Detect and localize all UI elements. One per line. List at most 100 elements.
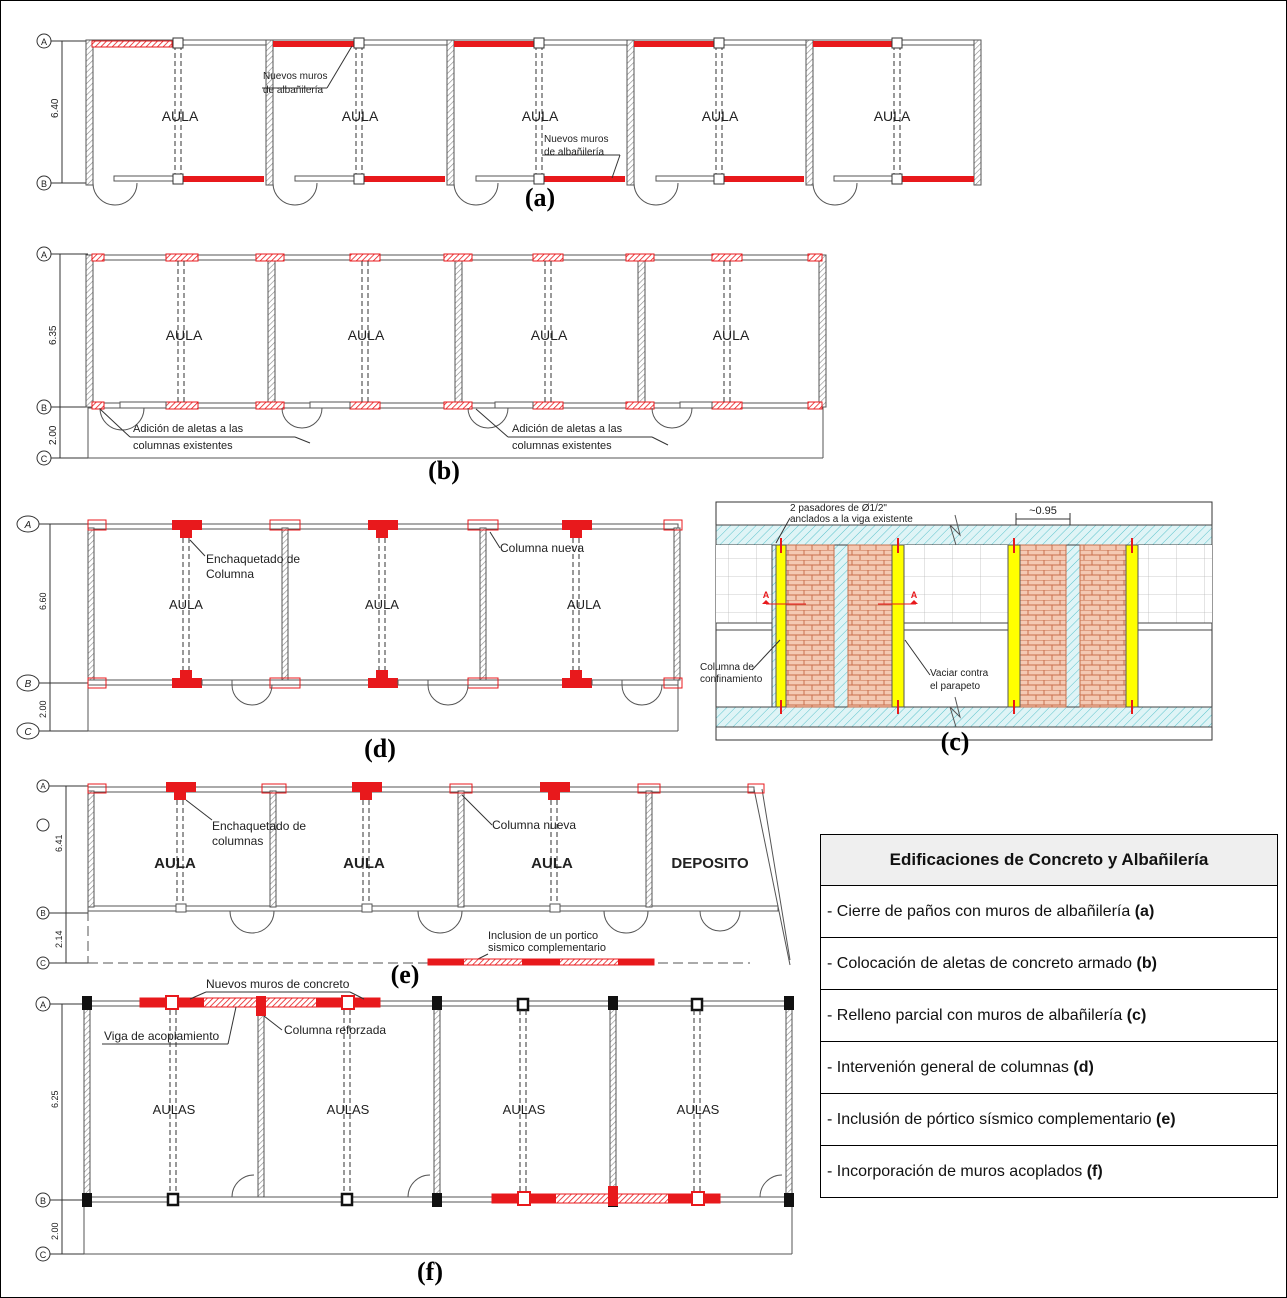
room-label-f-4: AULAS — [677, 1102, 720, 1117]
legend-row: - Inclusión de pórtico sísmico complemen… — [821, 1094, 1277, 1146]
note-c-right-line2: el parapeto — [930, 681, 980, 692]
note-c-left-line2: confinamiento — [700, 674, 763, 685]
legend-key: (d) — [1073, 1059, 1094, 1076]
callout-b-2: Adición de aletas a las columnas existen… — [475, 408, 669, 452]
note-f-2: Viga de acoplamiento — [104, 1029, 220, 1043]
note-e-2: Columna nueva — [492, 818, 576, 832]
callout-e-3: Inclusion de un portico sismico compleme… — [471, 930, 606, 963]
dimension-d: 6.60 — [38, 592, 48, 610]
note-a-2-line2: de albañilería — [544, 147, 604, 158]
room-label-e-1: AULA — [154, 855, 196, 872]
panel-d: A B C 6.60 2.00 — [16, 515, 683, 763]
dimension-f: 6.25 — [50, 1090, 60, 1108]
spacing-c: ~0.95 — [1029, 505, 1057, 517]
callout-c-right: Vaciar contra el parapeto — [904, 639, 989, 692]
panel-a: A B 6.40 — [36, 33, 982, 212]
note-c-left-line1: Columna de — [700, 662, 754, 673]
legend-row: - Cierre de paños con muros de albañiler… — [821, 886, 1277, 938]
note-b-2-line1: Adición de aletas a las — [512, 423, 623, 435]
panel-tag-e: (e) — [391, 960, 420, 989]
axis-label-b-B: B — [41, 403, 47, 413]
note-b-1-line2: columnas existentes — [133, 440, 233, 452]
panel-tag-f: (f) — [417, 1257, 443, 1286]
legend-text: - Colocación de aletas de concreto armad… — [827, 955, 1137, 972]
room-label-d-1: AULA — [169, 597, 203, 612]
callout-a-1: Nuevos muros de albañilería — [262, 45, 353, 96]
section-label-c-2: A — [911, 590, 918, 600]
room-label-a-4: AULA — [702, 108, 739, 124]
axis-label-e-B: B — [40, 909, 45, 918]
callout-e-2: Columna nueva — [461, 794, 576, 832]
note-e-3-line1: Inclusion de un portico — [488, 930, 598, 942]
room-label-a-5: AULA — [874, 108, 911, 124]
room-label-b-1: AULA — [166, 327, 203, 343]
dimension-f-2: 2.00 — [50, 1222, 60, 1240]
callout-c-left: Columna de confinamiento — [700, 639, 781, 685]
panel-tag-c: (c) — [941, 727, 970, 756]
room-label-f-2: AULAS — [327, 1102, 370, 1117]
panel-b: A B C 6.35 2.00 — [36, 246, 827, 485]
room-label-f-3: AULAS — [503, 1102, 546, 1117]
walls-a — [85, 37, 982, 206]
dimension-c: ~0.95 — [1015, 505, 1071, 525]
room-label-a-1: AULA — [162, 108, 199, 124]
note-f-1: Nuevos muros de concreto — [206, 977, 350, 991]
room-label-d-3: AULA — [567, 597, 601, 612]
callout-e-1: Enchaquetado de columnas — [185, 799, 306, 848]
legend-row: - Intervenión general de columnas (d) — [821, 1042, 1277, 1094]
axis-bubbles-a: A B 6.40 — [36, 33, 88, 191]
legend-key: (c) — [1126, 1007, 1147, 1024]
room-label-d-2: AULA — [365, 597, 399, 612]
callout-d-2: Columna nueva — [489, 531, 584, 555]
axis-label-e-C: C — [40, 959, 46, 968]
callout-f-2: Viga de acoplamiento — [102, 1006, 237, 1045]
dimension-b: 6.35 — [48, 325, 59, 345]
legend-title: Edificaciones de Concreto y Albañilería — [821, 835, 1277, 886]
note-c-right-line1: Vaciar contra — [930, 668, 989, 679]
legend-text: - Intervenión general de columnas — [827, 1059, 1074, 1076]
panel-f: A B C 6.25 2.00 — [35, 977, 794, 1286]
note-d-1-line1: Enchaquetado de — [206, 552, 300, 566]
legend-table: Edificaciones de Concreto y Albañilería … — [820, 834, 1278, 1198]
legend-row: - Colocación de aletas de concreto armad… — [821, 938, 1277, 990]
axis-label-d-C: C — [24, 727, 32, 738]
axis-label-b-C: C — [41, 454, 48, 464]
note-c-top-line2: anclados a la viga existente — [790, 514, 913, 525]
axis-label-d-B: B — [25, 679, 32, 690]
room-label-b-4: AULA — [713, 327, 750, 343]
note-a-1-line2: de albañilería — [263, 85, 323, 96]
room-label-a-2: AULA — [342, 108, 379, 124]
note-f-3: Columna reforzada — [284, 1023, 386, 1037]
legend-text: - Relleno parcial con muros de albañiler… — [827, 1007, 1127, 1024]
panel-e: A B C 6.41 2.14 — [36, 779, 791, 989]
room-label-e-2: AULA — [343, 855, 385, 872]
legend-key: (b) — [1136, 955, 1157, 972]
section-marks-c: A A — [762, 590, 918, 605]
callout-f-1: Nuevos muros de concreto — [189, 977, 365, 1000]
callout-b-1: Adición de aletas a las columnas existen… — [99, 408, 311, 452]
legend-key: (a) — [1134, 903, 1155, 920]
complementary-frame-e — [427, 958, 655, 966]
callout-a-2: Nuevos muros de albañilería — [542, 134, 621, 179]
legend-row: - Incorporación de muros acoplados (f) — [821, 1146, 1277, 1197]
legend-text: - Cierre de paños con muros de albañiler… — [827, 903, 1135, 920]
panel-tag-d: (d) — [364, 734, 396, 763]
dimension-a: 6.40 — [50, 98, 61, 118]
note-e-1-line1: Enchaquetado de — [212, 819, 306, 833]
dimension-d-2: 2.00 — [38, 700, 48, 718]
section-label-c-1: A — [763, 590, 770, 600]
axis-label-b-A: A — [41, 250, 47, 260]
note-a-2-line1: Nuevos muros — [544, 134, 608, 145]
room-label-a-3: AULA — [522, 108, 559, 124]
panel-c: A A 2 pasadores de Ø1/2" anclados a la v… — [700, 501, 1213, 756]
dimension-b-2: 2.00 — [48, 425, 59, 445]
axis-label-a-B: B — [41, 179, 47, 189]
legend-text: - Inclusión de pórtico sísmico complemen… — [827, 1111, 1157, 1128]
legend-key: (f) — [1086, 1163, 1103, 1180]
room-label-b-3: AULA — [531, 327, 568, 343]
panel-tag-a: (a) — [525, 183, 555, 212]
axis-label-f-C: C — [40, 1250, 47, 1260]
axis-label-a-A: A — [41, 37, 47, 47]
dimension-e-2: 2.14 — [54, 930, 64, 948]
